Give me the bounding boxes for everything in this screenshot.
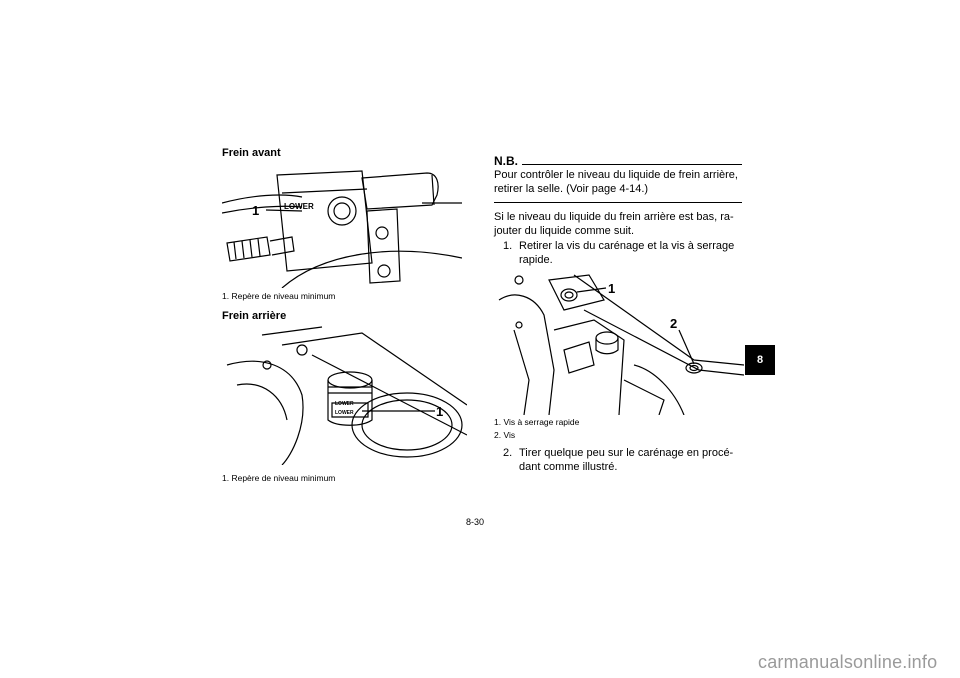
front-brake-figure: 1 LOWER xyxy=(222,163,462,288)
front-brake-heading: Frein avant xyxy=(222,147,281,159)
rear-brake-heading: Frein arrière xyxy=(222,310,287,322)
nb-label: N.B. xyxy=(494,154,518,168)
front-lower-mark: LOWER xyxy=(284,202,314,211)
step-1-line-2: rapide. xyxy=(519,254,553,266)
chapter-tab: 8 xyxy=(745,345,775,375)
para-line-2: jouter du liquide comme suit. xyxy=(494,225,635,237)
rear-brake-figure: 1 LOWER LOWER xyxy=(222,325,467,465)
rear-caption: 1. Repère de niveau minimum xyxy=(222,473,336,483)
page-number: 8-30 xyxy=(466,517,485,527)
callout-2: 2 xyxy=(670,316,677,331)
nb-top-rule xyxy=(522,164,742,165)
watermark: carmanualsonline.info xyxy=(758,652,938,672)
caption-screw: 2. Vis xyxy=(494,430,516,440)
nb-line-1: Pour contrôler le niveau du liquide de f… xyxy=(494,169,738,181)
rear-lower-mark-1: LOWER xyxy=(335,401,354,407)
step-2-line-2: dant comme illustré. xyxy=(519,461,618,473)
nb-line-2: retirer la selle. (Voir page 4-14.) xyxy=(494,183,649,195)
step-1-line-1: Retirer la vis du carénage et la vis à s… xyxy=(519,240,735,252)
rear-lower-mark-2: LOWER xyxy=(335,410,354,416)
step-2-line-1: Tirer quelque peu sur le carénage en pro… xyxy=(519,447,734,459)
caption-quick-screw: 1. Vis à serrage rapide xyxy=(494,417,580,427)
callout-1: 1 xyxy=(608,281,615,296)
para-line-1: Si le niveau du liquide du frein arrière… xyxy=(494,211,734,223)
step-2-number: 2. xyxy=(503,447,513,459)
rear-callout-1: 1 xyxy=(436,404,443,419)
fairing-screws-figure: 1 2 xyxy=(494,270,744,415)
step-1-number: 1. xyxy=(503,240,513,252)
front-callout-1: 1 xyxy=(252,203,259,218)
front-caption: 1. Repère de niveau minimum xyxy=(222,291,336,301)
nb-bottom-rule xyxy=(494,202,742,203)
